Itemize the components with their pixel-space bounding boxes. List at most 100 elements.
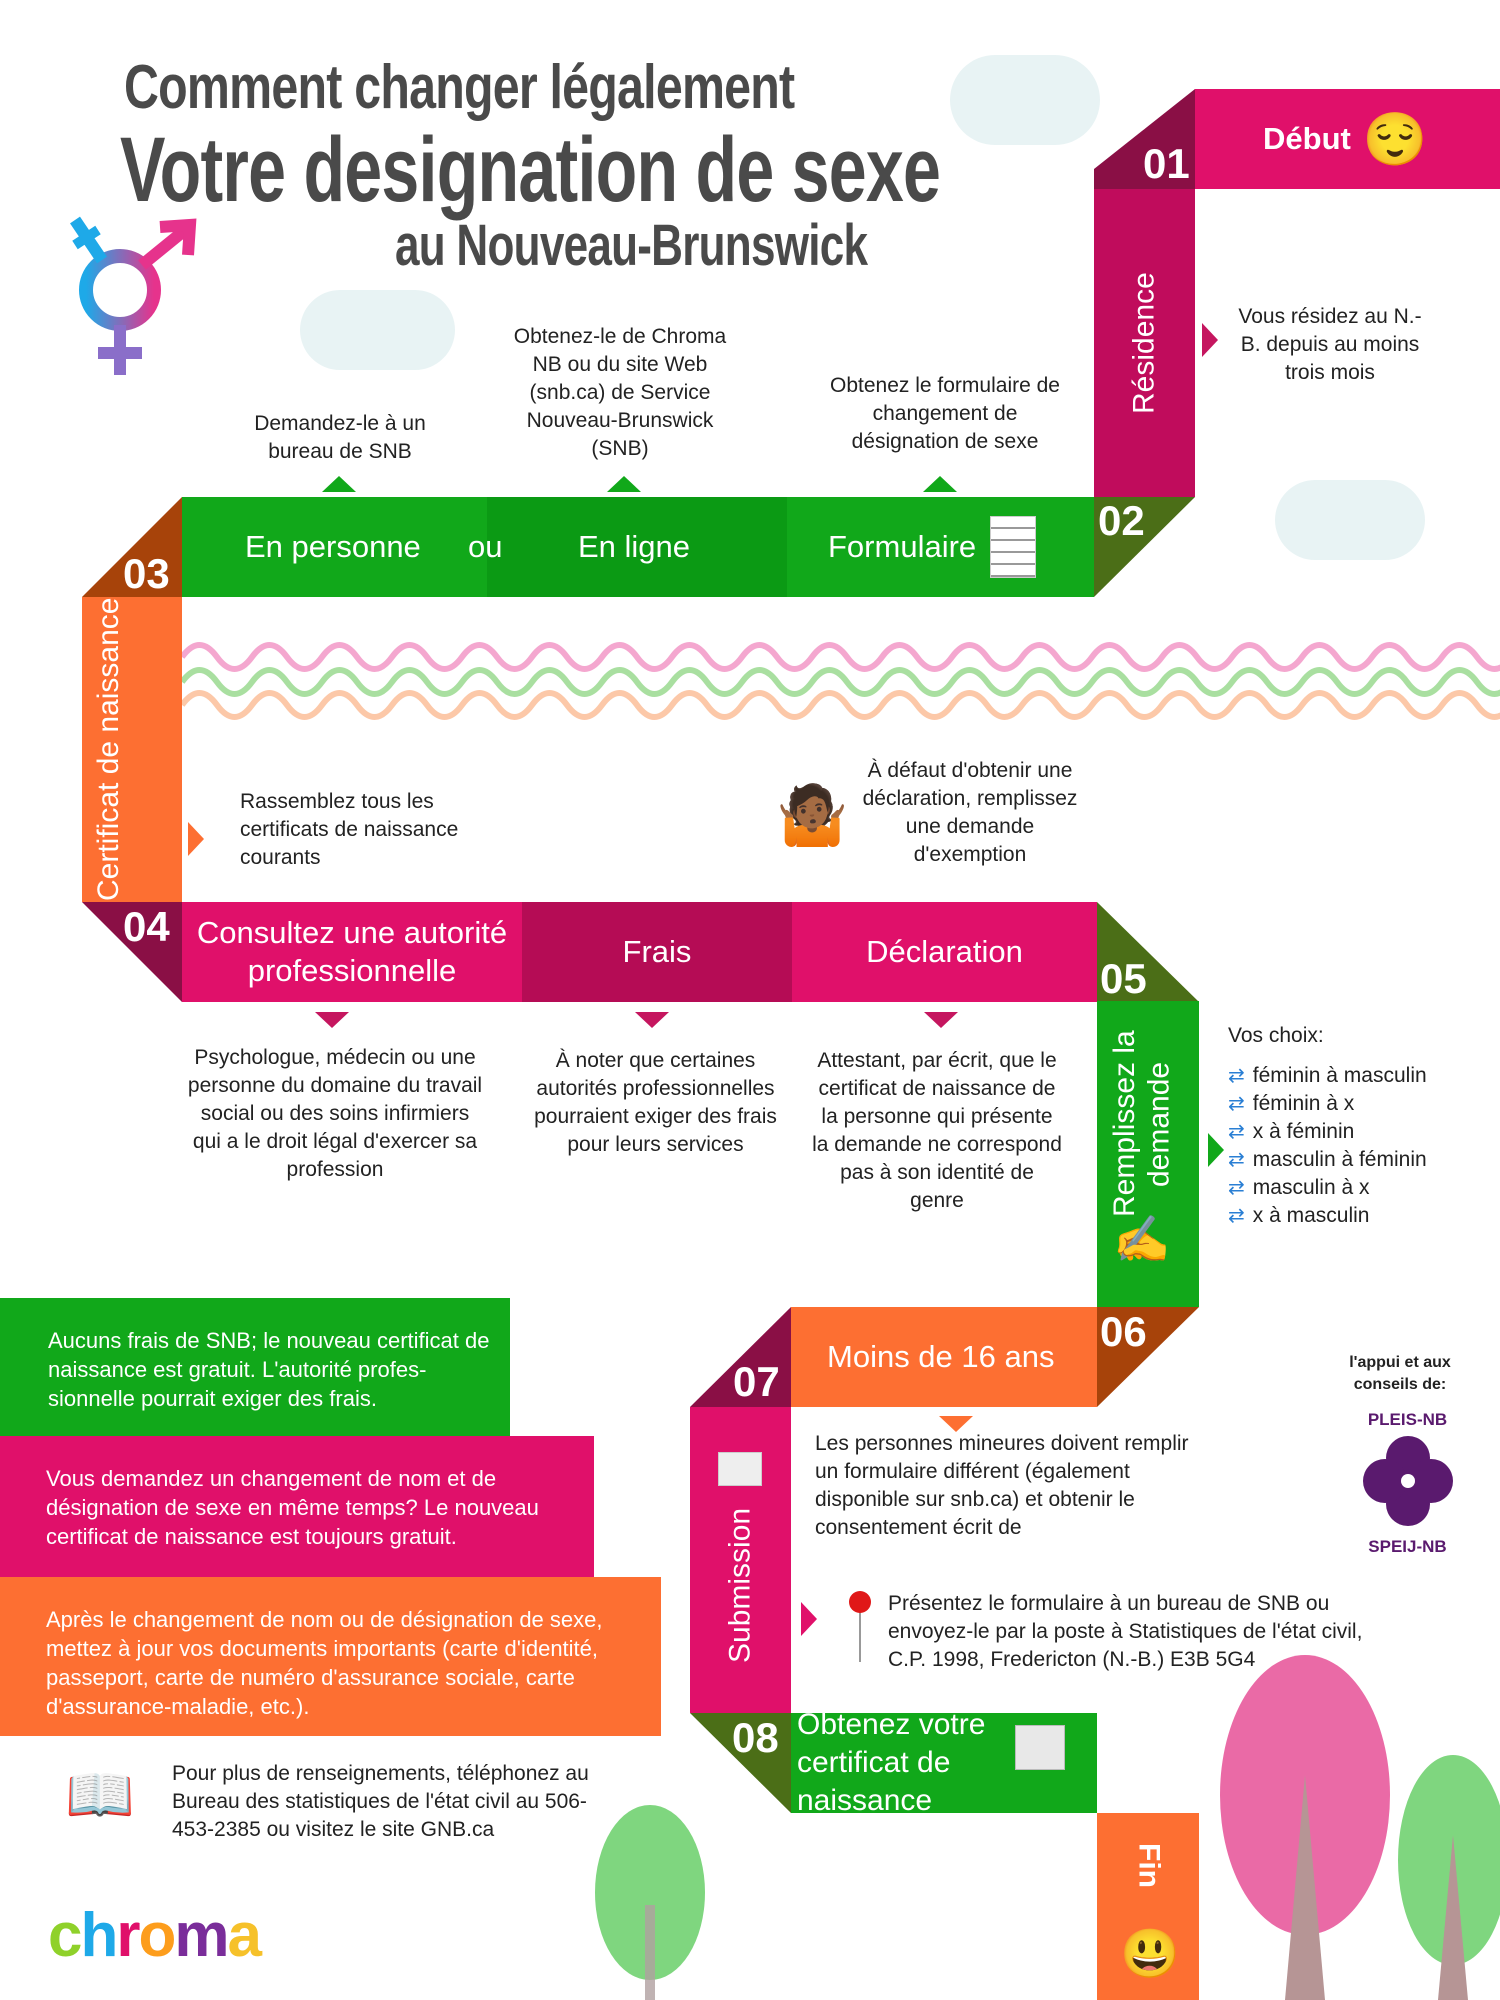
fees-note: À noter que certaines autorités professi…	[534, 1049, 777, 1156]
choice-label: masculin à féminin	[1252, 1148, 1427, 1171]
info-box-orange: Après le changement de nom ou de désigna…	[0, 1577, 661, 1736]
info-box-pink: Vous demandez un changement de nom et de…	[0, 1436, 594, 1577]
step-02-number: 02	[1098, 497, 1145, 544]
step-05-number: 05	[1100, 955, 1147, 1002]
step-06-number: 06	[1100, 1308, 1147, 1355]
title-line1: Comment changer légalement	[124, 53, 795, 122]
form-note: Obtenez le formulaire de changement de d…	[830, 374, 1060, 453]
book-icon: 📖	[65, 1763, 135, 1826]
tree	[595, 1805, 705, 2000]
envelope-icon	[718, 1452, 762, 1486]
arrow-up-icon	[923, 476, 957, 492]
step-09-vertical: Fin	[1097, 1813, 1199, 2000]
step-01-bar: Début 😌	[1195, 89, 1500, 189]
arrow-down-icon	[924, 1012, 958, 1028]
choice-item: ⇄ x à féminin	[1228, 1118, 1427, 1146]
document-icon	[990, 516, 1037, 578]
choices-title: Vos choix:	[1228, 1024, 1324, 1047]
choice-item: ⇄ x à masculin	[1228, 1202, 1427, 1230]
choice-label: féminin à x	[1252, 1092, 1355, 1115]
swap-arrows-icon: ⇄	[1228, 1205, 1245, 1227]
fees-label: Frais	[622, 934, 692, 969]
online-note: Obtenez-le de Chroma NB ou du site Web (…	[513, 325, 727, 460]
title-line3: au Nouveau-Brunswick	[395, 213, 868, 278]
choice-label: x à masculin	[1252, 1204, 1370, 1227]
step-04-cell-professional: Consultez une autorité professionnelle	[182, 902, 522, 1002]
or-text: ou	[468, 529, 503, 564]
step-04-cell-declaration: Déclaration	[792, 902, 1097, 1002]
pushpin-icon	[849, 1591, 871, 1662]
form-label: Formulaire	[828, 529, 977, 564]
org-bottom: SPEIJ-NB	[1368, 1537, 1447, 1556]
swap-arrows-icon: ⇄	[1228, 1065, 1245, 1087]
shrug-person-icon: 🤷🏾	[776, 783, 849, 848]
arrow-right-icon	[1208, 1133, 1224, 1167]
arrow-right-icon	[801, 1602, 817, 1636]
support-label: l'appui et aux conseils de:	[1349, 1354, 1451, 1393]
step-07-number: 07	[733, 1358, 780, 1405]
option-form[interactable]: Formulaire	[828, 497, 1037, 597]
option-in-person[interactable]: En personne	[245, 497, 421, 597]
decorative-waves	[182, 642, 1500, 720]
get-certificate-label: Obtenez votre certificat de naissance	[797, 1708, 986, 1817]
choice-item: ⇄ masculin à féminin	[1228, 1146, 1427, 1174]
arrow-down-icon	[315, 1012, 349, 1028]
swap-arrows-icon: ⇄	[1228, 1121, 1245, 1143]
arrow-down-icon	[939, 1416, 973, 1432]
exemption-note: À défaut d'obtenir une déclaration, remp…	[862, 759, 1078, 866]
swap-arrows-icon: ⇄	[1228, 1149, 1245, 1171]
wave-line	[182, 690, 1500, 720]
step-04-cell-fees: Frais	[522, 902, 792, 1002]
arrow-right-icon	[188, 822, 204, 856]
relieved-face-icon: 😌	[1362, 110, 1428, 169]
residence-label: Résidence	[1127, 272, 1161, 414]
end-label: Fin	[1132, 1843, 1166, 1888]
professional-label: Consultez une autorité professionnelle	[196, 915, 508, 988]
step-06-bar: Moins de 16 ans	[791, 1307, 1097, 1407]
title-line2: Votre designation de sexe	[120, 119, 941, 221]
choice-item: ⇄ féminin à masculin	[1228, 1062, 1427, 1090]
fill-application-label: Remplissez la demande	[1108, 1030, 1176, 1218]
step-02-vertical: Résidence	[1094, 189, 1195, 497]
transgender-symbol-icon	[70, 216, 197, 375]
tree	[1398, 1755, 1500, 2000]
choice-label: féminin à masculin	[1252, 1064, 1427, 1087]
online-label: En ligne	[578, 529, 691, 564]
step-03-vertical: Certificat de naissance	[82, 597, 182, 902]
arrow-up-icon	[322, 476, 356, 492]
option-online[interactable]: En ligne	[578, 497, 690, 597]
tree	[1220, 1655, 1390, 2000]
step-09-number: 09	[1100, 1765, 1147, 1812]
residence-note: Vous résidez au N.-B. depuis au moins tr…	[1238, 305, 1422, 384]
smiley-icon: 😃	[1120, 1928, 1180, 1981]
wave-line	[182, 667, 1500, 697]
or-label: ou	[468, 497, 502, 597]
flower-icon	[1362, 1436, 1453, 1526]
swap-arrows-icon: ⇄	[1228, 1177, 1245, 1199]
declaration-label: Déclaration	[866, 934, 1023, 969]
writing-hand-icon: ✍️	[1113, 1213, 1171, 1265]
cloud	[300, 290, 455, 370]
step-08-number: 08	[732, 1714, 779, 1761]
choice-label: x à féminin	[1252, 1120, 1355, 1143]
declaration-note: Attestant, par écrit, que le certificat …	[812, 1049, 1062, 1212]
pleis-nb-logo: PLEIS-NB SPEIJ-NB	[1350, 1410, 1465, 1575]
step-01-label: Début	[1263, 121, 1351, 156]
step-04-number: 04	[123, 903, 170, 950]
step-01-number: 01	[1143, 140, 1190, 187]
cloud	[1275, 480, 1425, 560]
arrow-down-icon	[635, 1012, 669, 1028]
under-16-label: Moins de 16 ans	[827, 1339, 1055, 1374]
org-top: PLEIS-NB	[1367, 1410, 1448, 1429]
arrow-right-icon	[1202, 323, 1218, 357]
info-box-green: Aucuns frais de SNB; le nouveau certific…	[0, 1298, 510, 1436]
under-16-note: Les personnes mineures doivent remplir u…	[815, 1432, 1189, 1539]
chroma-logo: chroma	[48, 1901, 262, 1970]
info-contact: Pour plus de renseignements, téléphonez …	[172, 1762, 589, 1841]
in-person-note: Demandez-le à un bureau de SNB	[254, 412, 426, 463]
swap-arrows-icon: ⇄	[1228, 1093, 1245, 1115]
certificate-scroll-icon	[1015, 1725, 1065, 1770]
arrow-up-icon	[607, 476, 641, 492]
submission-label: Submission	[723, 1507, 757, 1663]
step-03-number: 03	[123, 550, 170, 597]
